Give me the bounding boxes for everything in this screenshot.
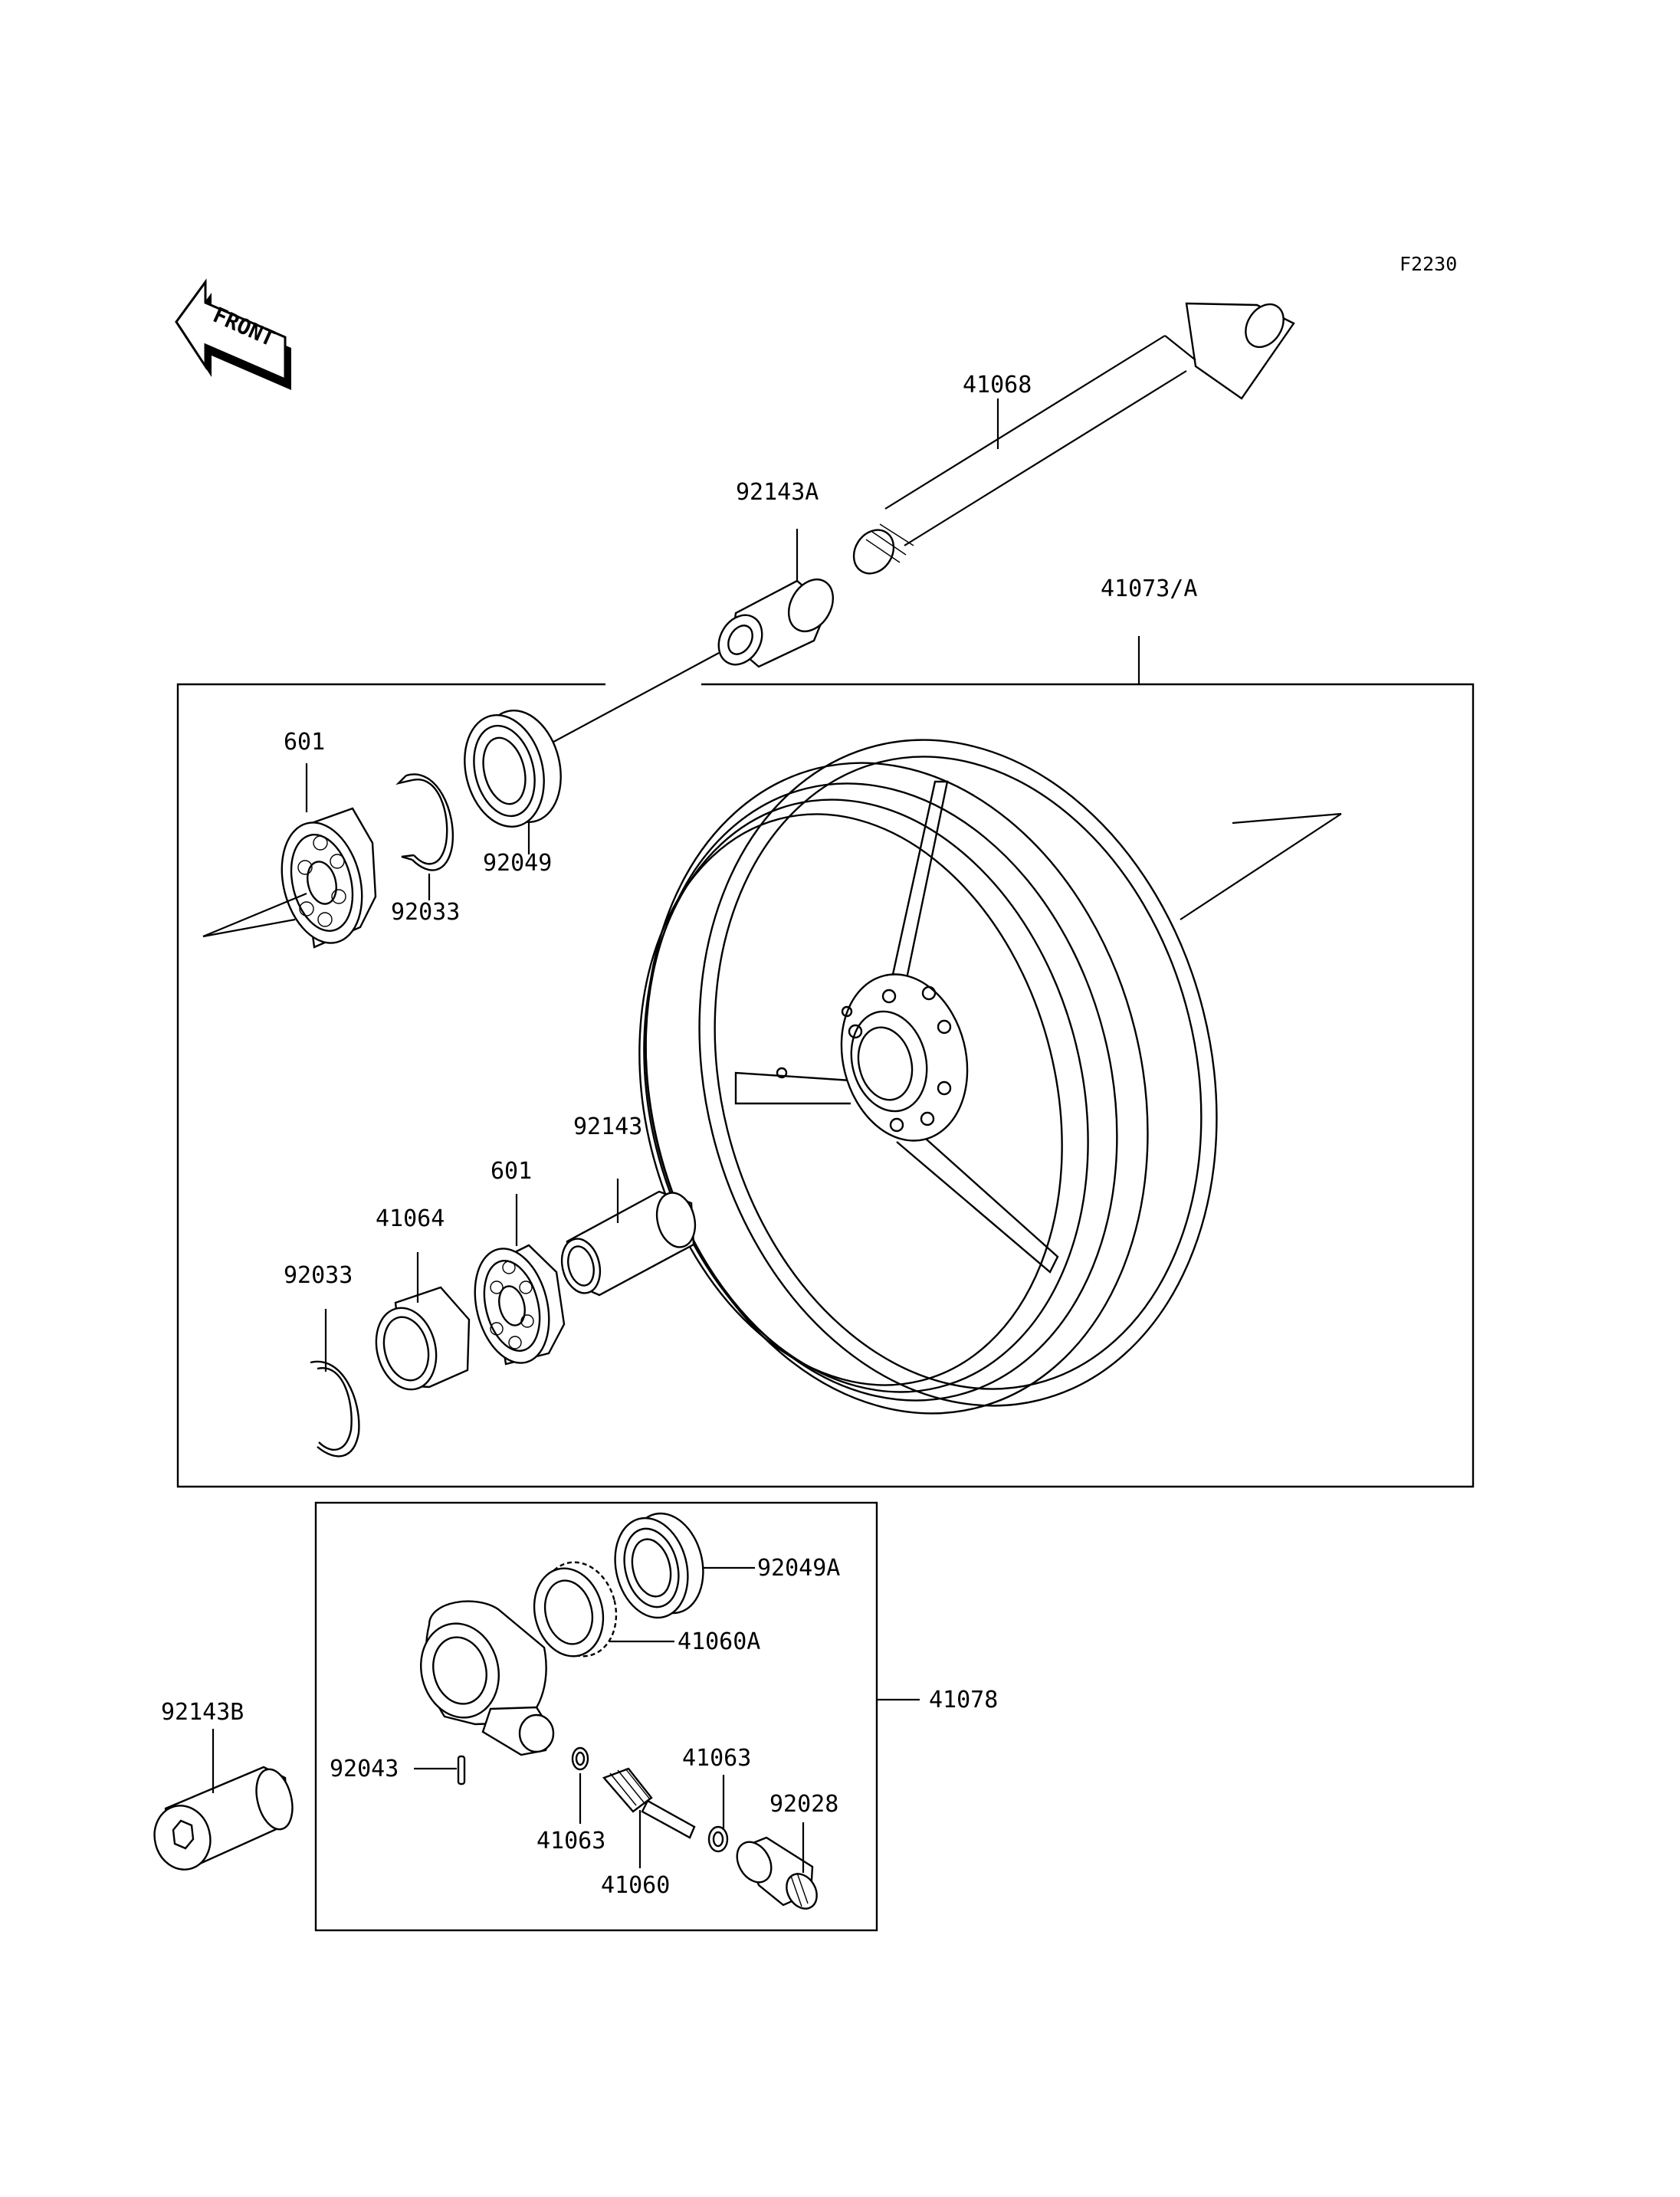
label-92049: 92049 [483, 850, 552, 877]
collar-92143B [153, 1729, 294, 1871]
pin-92043 [414, 1755, 466, 1785]
flange-41064 [375, 1252, 471, 1391]
label-41064: 41064 [376, 1205, 445, 1232]
seal-92049 [464, 709, 562, 854]
bearing-601-top [202, 763, 377, 949]
front-arrow-icon: FRONT [175, 278, 291, 390]
label-92033-bottom: 92033 [284, 1262, 353, 1289]
wheel-assembly-box [176, 683, 1475, 1488]
gear-41060A [533, 1561, 674, 1658]
label-41060: 41060 [601, 1872, 670, 1899]
label-601-top: 601 [284, 729, 325, 756]
label-601-bottom: 601 [491, 1158, 532, 1185]
circlip-92033-bottom [310, 1309, 360, 1458]
speedometer-gear-box [314, 1501, 878, 1932]
label-92033-top: 92033 [391, 899, 460, 926]
label-41073A: 41073/A [1101, 575, 1197, 602]
figure-code: F2230 [1399, 253, 1457, 275]
label-41063-left: 41063 [536, 1828, 605, 1854]
pinion-41060 [602, 1767, 696, 1868]
label-41068: 41068 [963, 372, 1032, 398]
circlip-92033-top [395, 773, 454, 900]
label-92143A: 92143A [736, 479, 819, 506]
axle-41068 [852, 302, 1295, 575]
label-92028: 92028 [769, 1791, 838, 1818]
label-41063-right: 41063 [682, 1745, 751, 1772]
bearing-601-bottom [474, 1194, 566, 1366]
washer-41063-left [571, 1746, 589, 1824]
gear-housing-41078 [420, 1600, 555, 1756]
washer-41063-right [707, 1775, 729, 1853]
label-92049A: 92049A [757, 1555, 840, 1582]
collar-92143A [717, 529, 835, 668]
collar-92143 [560, 1179, 697, 1297]
label-92143: 92143 [573, 1113, 642, 1140]
bushing-92028 [736, 1822, 818, 1910]
label-92043: 92043 [330, 1756, 399, 1782]
label-41078: 41078 [929, 1687, 998, 1713]
label-41060A: 41060A [678, 1628, 760, 1655]
wheel-41073A [638, 739, 1342, 1415]
label-92143B: 92143B [161, 1699, 244, 1726]
seal-92049A [614, 1512, 755, 1619]
